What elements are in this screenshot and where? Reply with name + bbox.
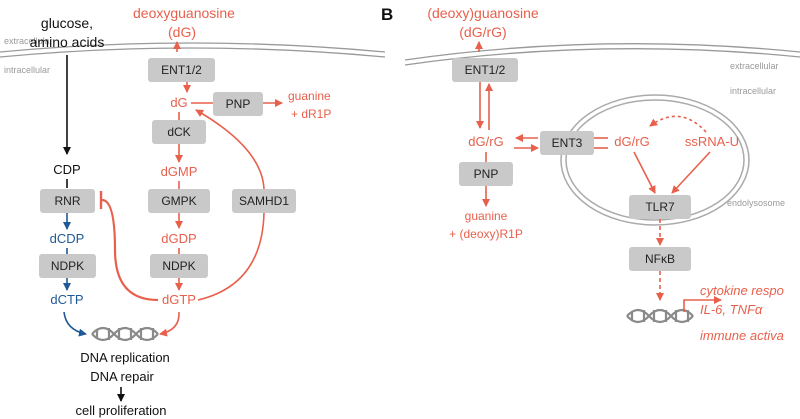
dna-helix-icon-b <box>626 308 694 324</box>
dna-replication-label: DNA replication <box>80 350 170 365</box>
dg-label: dG <box>170 95 187 110</box>
ndpk-right-enzyme: NDPK <box>150 254 208 278</box>
deoxy-guanosine-label: (deoxy)guanosine <box>427 5 539 21</box>
dna-helix-icon-a <box>91 326 159 342</box>
glucose-label: glucose, <box>41 15 93 31</box>
extracellular-label-b: extracellular <box>730 61 779 71</box>
dgdp-label: dGDP <box>161 231 196 246</box>
svg-text:NDPK: NDPK <box>51 259 84 273</box>
ssrna-to-dg-dashed-arrow <box>649 115 707 133</box>
pnp-enzyme-b: PNP <box>459 162 513 186</box>
amino-acids-label: amino acids <box>30 34 105 50</box>
guanine-label-a: guanine <box>288 89 331 103</box>
svg-text:ENT1/2: ENT1/2 <box>465 63 506 77</box>
cell-proliferation-label: cell proliferation <box>75 403 166 418</box>
dg-rg-endo-label: dG/rG <box>614 134 649 149</box>
samhd1-enzyme: SAMHD1 <box>232 189 296 213</box>
svg-text:NDPK: NDPK <box>162 259 195 273</box>
svg-text:ENT3: ENT3 <box>552 136 583 150</box>
ndpk-left-enzyme: NDPK <box>39 254 96 278</box>
panel-a: extracellular intracellular glucose, ami… <box>0 5 386 418</box>
il6-tnfa-label: IL-6, TNFα <box>700 302 763 317</box>
guanine-label-b: guanine <box>465 209 508 223</box>
dctp-to-dna-arrow <box>63 311 87 337</box>
svg-text:GMPK: GMPK <box>161 194 196 208</box>
svg-text:NFκB: NFκB <box>645 252 675 266</box>
svg-text:RNR: RNR <box>55 194 81 208</box>
svg-text:dCK: dCK <box>167 125 190 139</box>
dna-repair-label: DNA repair <box>90 369 154 384</box>
panel-b: B extracellular intracellular (deoxy)gua… <box>381 5 800 343</box>
cdp-label: CDP <box>53 162 80 177</box>
deoxy-r1p-label: + (deoxy)R1P <box>449 227 523 241</box>
dctp-label: dCTP <box>50 292 83 307</box>
ent12-transporter-a: ENT1/2 <box>148 58 215 82</box>
gmpk-enzyme: GMPK <box>148 189 210 213</box>
intracellular-label-b: intracellular <box>730 86 776 96</box>
dcdp-label: dCDP <box>50 231 85 246</box>
ent12-transporter-b: ENT1/2 <box>452 58 518 82</box>
dr1p-label: + dR1P <box>291 107 331 121</box>
tlr7-receptor: TLR7 <box>629 195 691 219</box>
ssrna-u-label: ssRNA-U <box>685 134 739 149</box>
pnp-enzyme-a: PNP <box>213 92 263 116</box>
endolysosome-label: endolysosome <box>727 198 785 208</box>
cytokine-response-label: cytokine respo <box>700 283 784 298</box>
dg-extracellular-label: (dG) <box>168 24 196 40</box>
cell-membrane-a <box>0 42 386 53</box>
endolysosome-inner <box>565 99 745 221</box>
deoxyguanosine-label: deoxyguanosine <box>133 5 235 21</box>
ent3-transporter: ENT3 <box>540 131 594 155</box>
svg-text:SAMHD1: SAMHD1 <box>239 194 289 208</box>
svg-text:TLR7: TLR7 <box>645 200 675 214</box>
dck-enzyme: dCK <box>152 120 206 144</box>
dg-rg-cytosol-label: dG/rG <box>468 134 503 149</box>
intracellular-label-a: intracellular <box>4 65 50 75</box>
immune-activation-label: immune activa <box>700 328 784 343</box>
svg-text:PNP: PNP <box>474 167 499 181</box>
dgmp-label: dGMP <box>161 164 198 179</box>
panel-b-label: B <box>381 5 393 24</box>
nfkb-factor: NFκB <box>629 247 691 271</box>
cell-membrane-b <box>404 43 800 61</box>
gene-expression-arrow <box>683 296 722 312</box>
svg-text:ENT1/2: ENT1/2 <box>161 63 202 77</box>
dgtp-inhibits-rnr <box>101 198 159 302</box>
rnr-enzyme: RNR <box>40 189 95 213</box>
samhd1-feedback-arrow <box>196 110 265 301</box>
dg-rg-extracellular-label: (dG/rG) <box>459 24 506 40</box>
dgtp-to-dna-arrow <box>159 311 180 337</box>
svg-text:PNP: PNP <box>226 97 251 111</box>
dgtp-label: dGTP <box>162 292 196 307</box>
extracellular-label-a: extracellular <box>4 36 53 46</box>
endolysosome-outer <box>560 94 750 226</box>
